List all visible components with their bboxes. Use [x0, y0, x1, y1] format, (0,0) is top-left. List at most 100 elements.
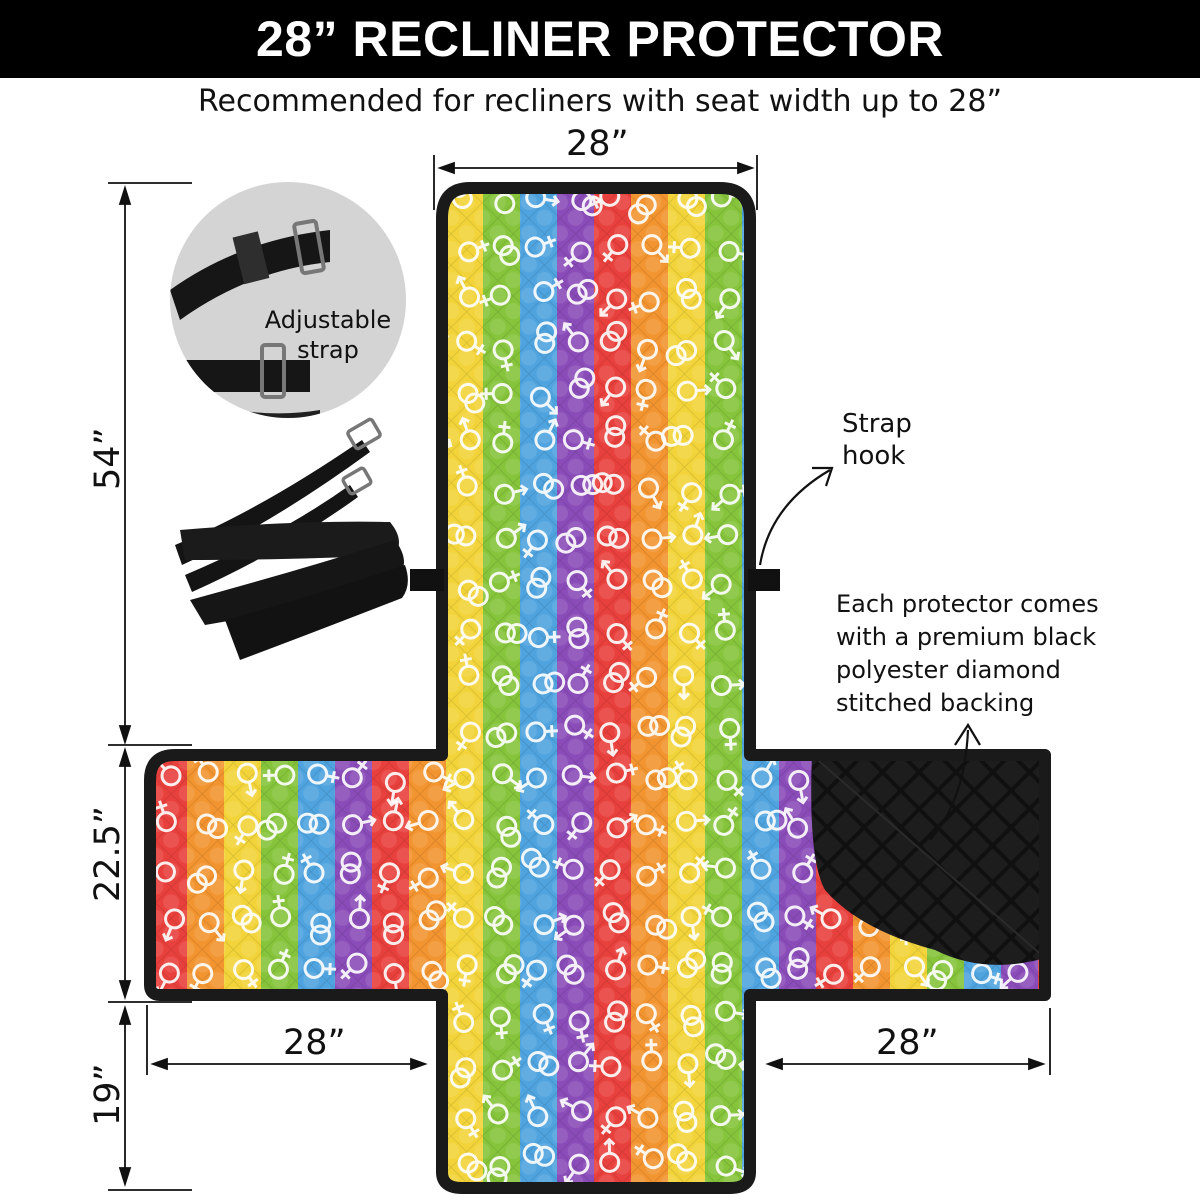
loose-strap-illustration	[175, 417, 408, 660]
gender-symbol	[301, 674, 327, 707]
gender-symbol	[562, 322, 589, 353]
gender-symbol	[716, 769, 745, 797]
gender-symbol	[642, 569, 673, 599]
gender-symbol	[342, 814, 377, 836]
gender-symbol	[635, 378, 657, 412]
gender-symbol	[825, 721, 851, 754]
gender-symbol	[591, 472, 625, 495]
gender-symbol	[700, 857, 736, 879]
gender-symbol	[563, 241, 592, 268]
gender-symbol	[628, 291, 660, 314]
backing-line1: Each protector comes	[836, 590, 1099, 618]
gender-symbol	[788, 624, 817, 654]
gender-symbol	[198, 912, 226, 942]
gender-symbol	[567, 1042, 595, 1073]
gender-symbol	[703, 524, 739, 546]
strap-hook-label: Strap hook	[842, 408, 912, 472]
gender-symbol	[492, 420, 514, 454]
gender-symbol	[788, 769, 810, 805]
gender-symbol	[227, 672, 252, 705]
gender-symbol	[789, 1001, 820, 1029]
gender-symbol	[792, 1096, 820, 1127]
gender-symbol	[532, 671, 566, 695]
gender-symbol	[714, 608, 736, 641]
gender-symbol	[599, 320, 628, 352]
gender-symbol	[971, 188, 999, 214]
gender-symbol	[196, 1101, 224, 1133]
gender-symbol	[457, 382, 486, 414]
gender-symbol	[496, 954, 525, 985]
dim-back-length: 54”	[88, 427, 128, 490]
gender-symbol	[680, 1004, 705, 1038]
gender-symbol	[446, 901, 474, 929]
gender-symbol	[677, 482, 703, 513]
gender-symbol	[789, 417, 813, 450]
gender-symbol	[273, 852, 295, 885]
gender-symbol	[710, 951, 733, 985]
gender-symbol	[672, 760, 698, 791]
gender-symbol	[713, 806, 739, 836]
gender-symbol	[599, 722, 621, 758]
dim-right-arm-width: 28”	[876, 1023, 939, 1063]
protector-outline	[144, 182, 1051, 1194]
gender-symbol	[814, 963, 845, 989]
gender-symbol	[300, 853, 325, 884]
backing-line2: with a premium black	[836, 623, 1097, 651]
page-title: 28” RECLINER PROTECTOR	[256, 11, 944, 67]
gender-symbol	[712, 419, 737, 451]
gender-symbol	[606, 812, 638, 839]
strap-hook-arrow	[758, 469, 831, 566]
gender-symbol	[494, 622, 528, 645]
gender-symbol	[1003, 472, 1034, 502]
strap-hook-line2: hook	[842, 441, 906, 471]
gender-symbol	[527, 1050, 560, 1077]
gender-symbol	[819, 1009, 844, 1043]
gender-symbol	[787, 947, 810, 980]
gender-symbol	[229, 1057, 259, 1083]
gender-symbol	[521, 959, 548, 989]
gender-symbol	[854, 241, 887, 267]
gender-symbol	[893, 717, 918, 748]
gender-symbol	[458, 653, 480, 686]
gender-symbol	[526, 808, 555, 836]
gender-symbol	[894, 324, 924, 355]
gender-symbol	[992, 238, 1028, 260]
gender-symbol	[458, 416, 481, 451]
gender-symbol	[926, 381, 957, 406]
gender-symbol	[628, 194, 657, 225]
gender-symbol	[602, 902, 630, 934]
gender-symbol	[566, 811, 593, 841]
gender-symbol	[153, 191, 181, 220]
gender-symbol	[491, 665, 520, 697]
gender-symbol	[492, 1055, 522, 1081]
strap-inset-label: Adjustable strap	[258, 305, 398, 365]
gender-symbol	[676, 380, 712, 402]
gender-symbol	[932, 1102, 961, 1130]
gender-symbol	[236, 762, 258, 798]
gender-symbol	[755, 957, 782, 989]
gender-symbol	[340, 952, 368, 980]
strap-hook-line1: Strap	[842, 409, 912, 439]
gender-symbol	[377, 666, 412, 688]
gender-symbol	[667, 1143, 698, 1172]
gender-symbol	[788, 471, 821, 495]
gender-symbol	[262, 764, 296, 786]
gender-symbol	[637, 715, 671, 737]
gender-symbol	[635, 814, 668, 838]
gender-symbol	[161, 908, 186, 942]
gender-symbol	[705, 1043, 737, 1070]
gender-symbol	[1006, 1012, 1040, 1034]
gender-symbol	[524, 235, 557, 258]
gender-symbol	[635, 338, 659, 373]
gender-symbol	[634, 1144, 664, 1170]
gender-symbol	[193, 998, 225, 1026]
gender-symbol	[217, 723, 253, 745]
subtitle: Recommended for recliners with seat widt…	[198, 84, 1002, 119]
gender-symbol	[521, 847, 550, 878]
gender-symbol	[977, 426, 1005, 455]
gender-symbol	[335, 1147, 365, 1178]
gender-symbol	[785, 530, 821, 552]
gender-symbol	[599, 288, 628, 317]
gender-symbol	[937, 328, 963, 361]
